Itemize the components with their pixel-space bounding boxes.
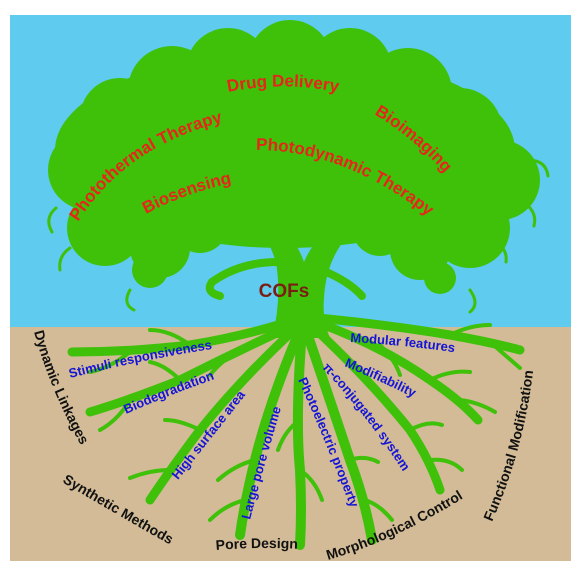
strategy-label: Pore Design [215, 535, 298, 553]
core-label: COFs [259, 281, 310, 302]
